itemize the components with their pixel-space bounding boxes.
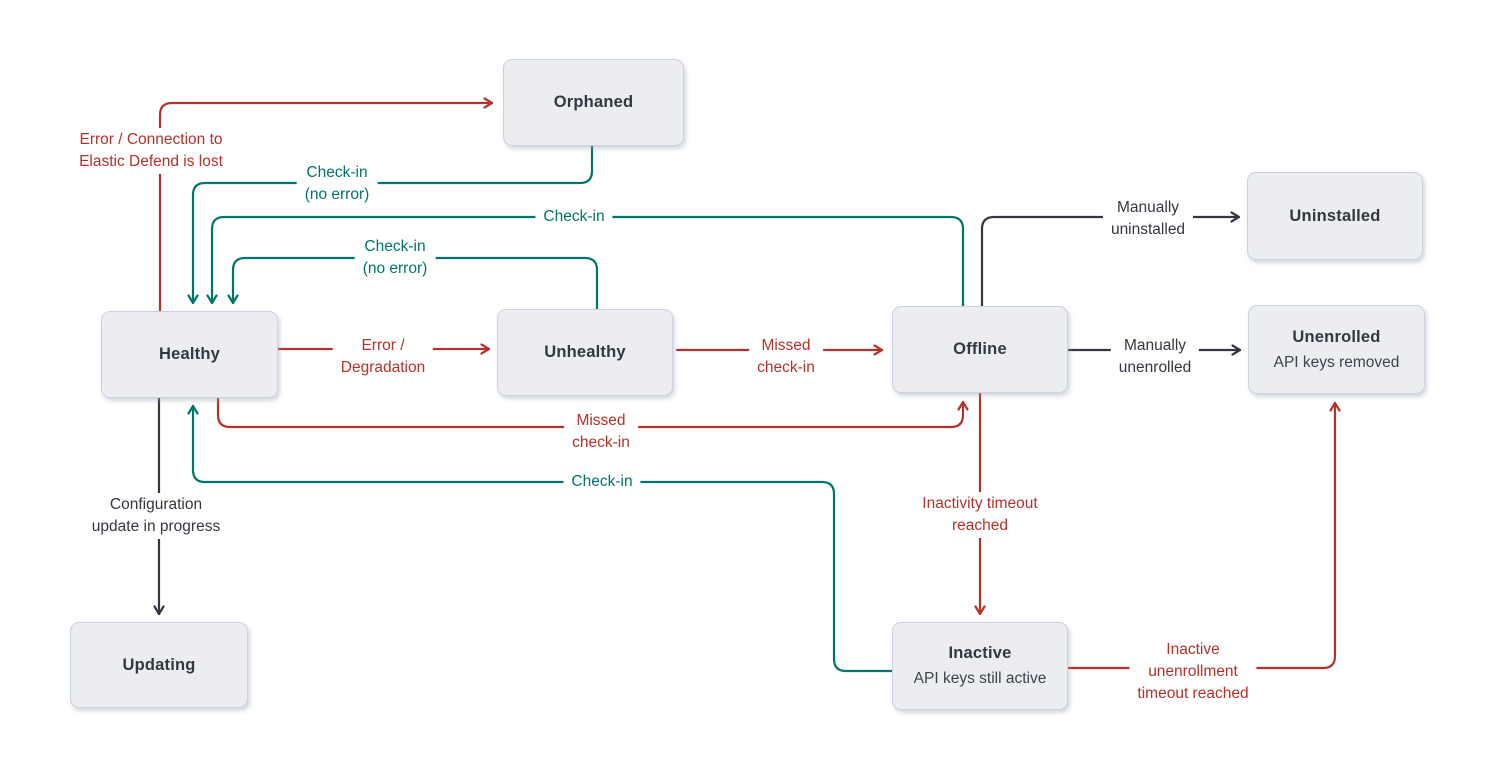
node-subtitle: API keys removed [1273,353,1400,371]
node-orphaned: Orphaned [503,59,684,146]
edge-label-checkin-offline: Check-in [535,205,613,229]
edge-label-error-degradation: Error / Degradation [332,334,434,380]
edge-inactive-to-unenrolled [1066,401,1341,670]
edge-label-configuration-update: Configuration update in progress [83,493,229,539]
edge-label-checkin-no-error-unhealthy: Check-in (no error) [354,235,436,281]
edge-label-checkin-no-error-orphaned: Check-in (no error) [296,161,378,207]
edge-label-manually-uninstalled: Manually uninstalled [1102,196,1194,242]
edge-label-inactivity-timeout: Inactivity timeout reached [914,492,1046,538]
node-unhealthy: Unhealthy [497,309,673,396]
edge-label-missed-checkin-top: Missed check-in [749,334,823,380]
node-offline: Offline [892,306,1068,393]
node-title: Inactive [948,644,1012,662]
edge-label-missed-checkin-bottom: Missed check-in [564,409,638,455]
edge-offline-to-healthy [206,215,965,308]
edge-inactive-to-healthy [187,404,894,673]
node-subtitle: API keys still active [913,670,1047,687]
node-inactive: Inactive API keys still active [892,622,1068,710]
node-uninstalled: Uninstalled [1247,172,1423,260]
edge-label-error-connection-lost: Error / Connection to Elastic Defend is … [71,128,231,174]
node-unenrolled: Unenrolled API keys removed [1248,305,1425,394]
edge-label-manually-unenrolled: Manually unenrolled [1110,334,1200,380]
node-title: Uninstalled [1289,206,1381,225]
node-title: Updating [122,655,196,674]
node-title: Orphaned [553,93,634,111]
edge-orphaned-to-healthy [187,144,594,305]
node-title: Healthy [158,345,220,363]
edge-label-inactive-unenrollment-timeout: Inactive unenrollment timeout reached [1129,638,1257,706]
edge-offline-to-uninstalled [980,211,1241,308]
node-healthy: Healthy [101,311,278,398]
edge-label-checkin-inactive: Check-in [563,470,641,494]
edge-healthy-to-orphaned [158,97,494,313]
node-title: Offline [953,340,1007,358]
node-title: Unhealthy [544,343,626,361]
node-title: Unenrolled [1292,327,1381,346]
node-updating: Updating [70,622,248,708]
